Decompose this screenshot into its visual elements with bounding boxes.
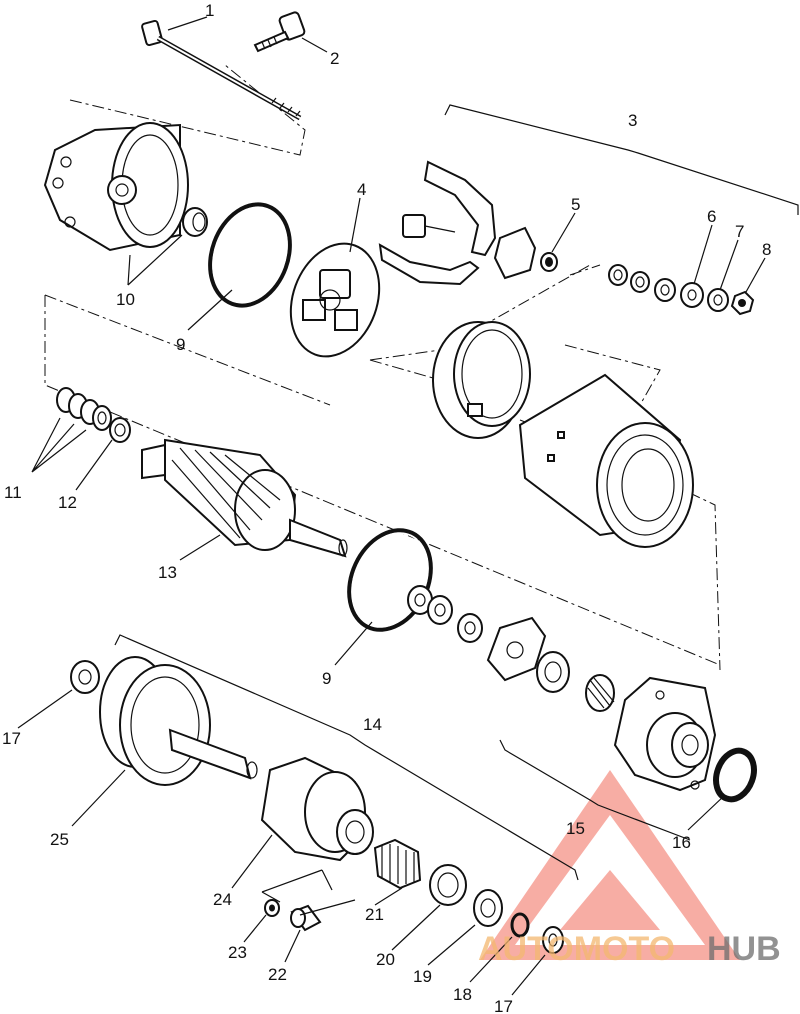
pinion-shaft-25: [99, 656, 258, 786]
o-ring-9-top: [208, 202, 292, 308]
callout-12: 12: [58, 493, 77, 512]
clutch-24: [260, 756, 374, 862]
front-housing-10: [43, 122, 208, 252]
callout-16: 16: [672, 833, 691, 852]
callout-20: 20: [376, 950, 395, 969]
brush-plate-4: [289, 242, 381, 358]
armature-13: [141, 438, 348, 558]
callout-1: 1: [205, 1, 214, 20]
shims-11-washer-12: [56, 387, 131, 443]
end-ring: [432, 321, 531, 439]
watermark-word-1: AUTOMOTO: [478, 930, 675, 968]
callout-10: 10: [116, 290, 135, 309]
callout-15: 15: [566, 819, 585, 838]
callout-9-top: 9: [176, 335, 185, 354]
o-ring-9-middle: [347, 528, 433, 632]
yoke-housing: [518, 373, 694, 548]
callout-25: 25: [50, 830, 69, 849]
screw-2: [253, 11, 306, 53]
watermark-text: AUTOMOTO HUB: [478, 930, 781, 968]
callout-17-bottom: 17: [494, 997, 513, 1014]
callout-7: 7: [735, 222, 744, 241]
callout-4: 4: [357, 180, 366, 199]
watermark-logo: [480, 770, 740, 960]
brush-holder-3: [378, 160, 537, 286]
callout-2: 2: [330, 49, 339, 68]
watermark-word-2: HUB: [707, 930, 781, 968]
callout-11: 11: [4, 483, 22, 502]
callout-3: 3: [628, 111, 637, 130]
callout-6: 6: [707, 207, 716, 226]
callout-19: 19: [413, 967, 432, 986]
callout-18: 18: [453, 985, 472, 1004]
callout-13: 13: [158, 563, 177, 582]
o-ring-16: [713, 747, 757, 803]
pin-22-washer-23: [264, 899, 322, 932]
callout-8: 8: [762, 240, 771, 259]
spring-collar-rings: [373, 838, 564, 954]
callout-9-middle: 9: [322, 669, 331, 688]
callout-21: 21: [365, 905, 384, 924]
callout-22: 22: [268, 965, 287, 984]
callout-17-left: 17: [2, 729, 21, 748]
callout-23: 23: [228, 943, 247, 962]
group-brackets: [114, 104, 799, 881]
through-bolt-1: [141, 19, 302, 121]
callout-5: 5: [571, 195, 580, 214]
drive-housing-15: [613, 676, 717, 792]
leader-lines: [17, 16, 766, 996]
washer-17-left: [70, 660, 100, 694]
washers-bearings-middle: [407, 585, 615, 712]
callout-14: 14: [363, 715, 382, 734]
callout-24: 24: [213, 890, 232, 909]
callout-labels: 1 2 3 4 5 6 7 8 9 10 11 12 13 9 14 15 16…: [2, 1, 771, 1014]
washers-5-8: [540, 252, 755, 316]
